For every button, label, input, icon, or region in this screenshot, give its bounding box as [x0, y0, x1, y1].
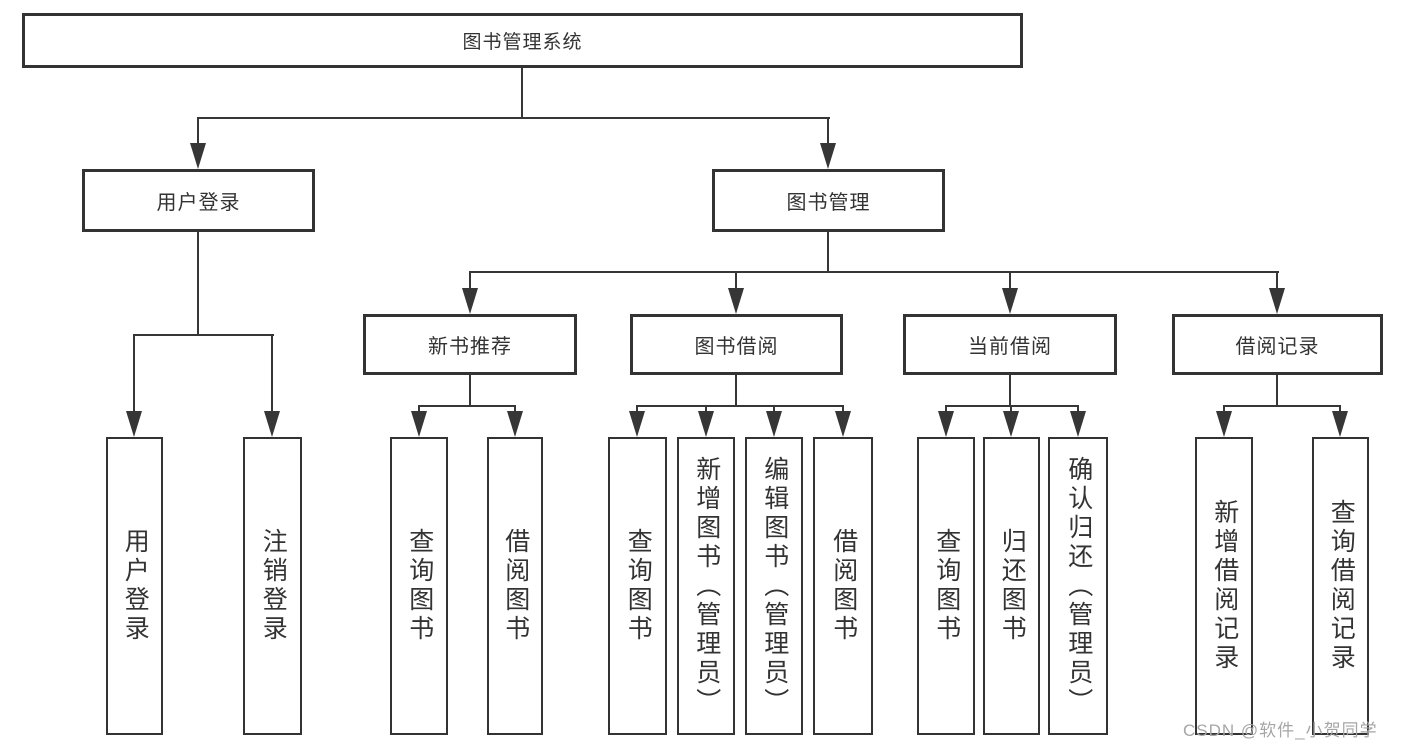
- arrowhead-current: [1002, 288, 1018, 314]
- leaf-cb-query: 查询图书: [917, 437, 975, 735]
- leaf-br-add-label: 新增借阅记录: [1210, 499, 1239, 673]
- leaf-cb-return: 归还图书: [983, 437, 1040, 735]
- node-current-label: 当前借阅: [968, 336, 1052, 358]
- connector-book-mgmt-stem: [827, 232, 829, 273]
- connector-shaft-current: [1009, 271, 1011, 293]
- connector-new-book-stem: [469, 375, 471, 407]
- arrowhead-new-book: [462, 288, 478, 314]
- arrowhead-book-mgmt: [820, 143, 836, 169]
- connector-shaft-leaf-login: [133, 334, 135, 416]
- arrowhead-bb-query: [629, 411, 645, 437]
- leaf-br-query-label: 查询借阅记录: [1327, 499, 1356, 673]
- node-user-login-label: 用户登录: [156, 192, 241, 214]
- connector-borrow-stem: [735, 375, 737, 407]
- arrowhead-cb-confirm: [1070, 411, 1086, 437]
- arrowhead-nb-borrow: [507, 411, 523, 437]
- connector-current-stem: [1009, 375, 1011, 407]
- arrowhead-leaf-login: [126, 411, 142, 437]
- connector-shaft-user-login: [197, 117, 199, 148]
- leaf-bb-edit-label: 编辑图书（管理员）: [760, 455, 789, 717]
- leaf-cb-confirm-label: 确认归还（管理员）: [1064, 455, 1093, 717]
- connector-borrow-hbar: [636, 405, 844, 407]
- arrowhead-leaf-logout: [264, 411, 280, 437]
- arrowhead-bb-edit: [766, 411, 782, 437]
- connector-root-hbar: [197, 117, 830, 119]
- leaf-nb-query-label: 查询图书: [405, 528, 434, 644]
- leaf-br-add: 新增借阅记录: [1195, 437, 1253, 735]
- connector-shaft-new-book: [469, 271, 471, 293]
- leaf-logout-label: 注销登录: [259, 528, 288, 644]
- node-book-mgmt: 图书管理: [712, 169, 945, 232]
- connector-shaft-book-mgmt: [827, 117, 829, 148]
- leaf-cb-confirm: 确认归还（管理员）: [1048, 437, 1108, 735]
- arrowhead-user-login: [190, 143, 206, 169]
- leaf-bb-borrow-label: 借阅图书: [829, 528, 858, 644]
- leaf-bb-borrow: 借阅图书: [813, 437, 873, 735]
- node-book-mgmt-label: 图书管理: [786, 192, 871, 214]
- node-root-label: 图书管理系统: [462, 32, 583, 53]
- connector-current-hbar: [945, 405, 1079, 407]
- connector-shaft-leaf-logout: [271, 334, 273, 416]
- connector-shaft-record: [1276, 271, 1278, 293]
- arrowhead-br-add: [1216, 411, 1232, 437]
- node-borrow: 图书借阅: [630, 314, 843, 375]
- arrowhead-bb-borrow: [835, 411, 851, 437]
- connector-root-stem: [521, 68, 523, 118]
- node-new-book-label: 新书推荐: [428, 336, 512, 358]
- leaf-nb-query: 查询图书: [390, 437, 448, 735]
- node-borrow-label: 图书借阅: [694, 336, 779, 358]
- connector-new-book-hbar: [418, 405, 516, 407]
- leaf-nb-borrow-label: 借阅图书: [501, 528, 530, 644]
- leaf-logout: 注销登录: [243, 437, 302, 735]
- arrowhead-record: [1269, 288, 1285, 314]
- leaf-bb-query-label: 查询图书: [624, 528, 653, 644]
- leaf-bb-add: 新增图书（管理员）: [677, 437, 735, 735]
- leaf-bb-edit: 编辑图书（管理员）: [745, 437, 803, 735]
- leaf-cb-return-label: 归还图书: [998, 528, 1027, 644]
- arrowhead-cb-query: [938, 411, 954, 437]
- node-user-login: 用户登录: [82, 169, 315, 232]
- leaf-bb-add-label: 新增图书（管理员）: [692, 455, 721, 717]
- node-current: 当前借阅: [903, 314, 1117, 375]
- arrowhead-cb-return: [1003, 411, 1019, 437]
- arrowhead-nb-query: [411, 411, 427, 437]
- connector-record-hbar: [1223, 405, 1341, 407]
- connector-user-login-hbar: [133, 334, 274, 336]
- leaf-bb-query: 查询图书: [608, 437, 667, 735]
- arrowhead-borrow: [728, 288, 744, 314]
- connector-shaft-borrow: [735, 271, 737, 293]
- leaf-cb-query-label: 查询图书: [932, 528, 961, 644]
- node-record: 借阅记录: [1172, 314, 1383, 375]
- connector-book-mgmt-hbar: [469, 271, 1279, 273]
- node-root: 图书管理系统: [22, 13, 1023, 68]
- leaf-nb-borrow: 借阅图书: [487, 437, 543, 735]
- node-new-book: 新书推荐: [363, 314, 577, 375]
- leaf-user-login-label: 用户登录: [121, 528, 150, 644]
- arrowhead-bb-add: [698, 411, 714, 437]
- node-record-label: 借阅记录: [1235, 336, 1320, 358]
- leaf-br-query: 查询借阅记录: [1312, 437, 1369, 735]
- connector-user-login-stem: [197, 232, 199, 336]
- csdn-watermark: CSDN @软件_小贺同学: [1183, 721, 1378, 740]
- connector-record-stem: [1276, 375, 1278, 407]
- leaf-user-login: 用户登录: [106, 437, 163, 735]
- arrowhead-br-query: [1332, 411, 1348, 437]
